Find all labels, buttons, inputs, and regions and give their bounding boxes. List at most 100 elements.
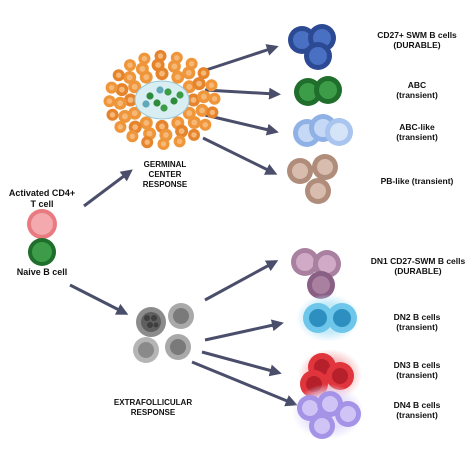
germinal-center-label: GERMINAL CENTER RESPONSE [142, 160, 188, 189]
germinal-center-cell-nucleus [131, 110, 138, 117]
naive-b-cell-label: Naive B cell [16, 267, 68, 277]
dn4-title: DN4 B cells [393, 400, 441, 410]
germinal-center-cell-nucleus [174, 120, 181, 126]
ef-cell [136, 307, 166, 337]
germinal-center-cell-nucleus [129, 133, 136, 139]
germinal-center-cell-nucleus [191, 132, 197, 138]
activated-cd4-t-cell [27, 209, 57, 239]
dn2-title: DN2 B cells [393, 312, 441, 322]
germinal-center-cell-nucleus [202, 122, 208, 128]
dn2-subtitle: (transient) [396, 322, 438, 332]
germinal-center-cell-nucleus [191, 119, 198, 126]
pb-like-label: PB-like (transient) [362, 176, 472, 186]
cd27-swm-title: CD27+ SWM B cells [377, 30, 457, 40]
germinal-center-cell-nucleus [190, 97, 197, 103]
germinal-center-cell-nucleus [106, 98, 113, 104]
germinal-center-core-cell [156, 86, 164, 94]
germinal-center-core-cell [170, 97, 178, 105]
germinal-center-cell-nucleus [155, 62, 162, 68]
germinal-center-cell-nucleus [176, 138, 183, 145]
germinal-center-cell-nucleus [132, 124, 139, 130]
extrafollicular-label: EXTRAFOLLICULAR RESPONSE [113, 398, 193, 417]
dn4-subtitle: (transient) [396, 410, 438, 420]
germinal-center-cell-nucleus [200, 70, 207, 76]
ef-cell [165, 334, 191, 360]
germinal-center-cell-nucleus [131, 83, 138, 90]
dn1-label: DN1 CD27-SWM B cells (DURABLE) [362, 256, 474, 276]
germinal-center-cell-nucleus [200, 93, 207, 100]
germinal-center-cell-nucleus [117, 100, 124, 107]
germinal-center-cell-nucleus [186, 83, 193, 90]
arrow-to-extrafollicular [69, 283, 129, 315]
germinal-center-cell-nucleus [144, 139, 150, 145]
cd27-swm-b-cells-cluster [288, 24, 336, 70]
pb-like-title: PB-like (transient) [380, 176, 454, 186]
germinal-center-cell-nucleus [127, 62, 133, 68]
dn2-label: DN2 B cells (transient) [362, 312, 472, 332]
activated-cd4-t-cell-label: Activated CD4+ T cell [8, 188, 76, 209]
germinal-center-cell-nucleus [188, 61, 195, 67]
germinal-center-core [134, 80, 190, 120]
abc-like-cluster [293, 114, 353, 147]
germinal-center-cell-nucleus [143, 120, 150, 126]
germinal-center-cell-nucleus [126, 74, 133, 81]
abc-title: ABC [407, 80, 427, 90]
germinal-center-cell-nucleus [146, 130, 153, 137]
dn4-label: DN4 B cells (transient) [362, 400, 472, 420]
arrow-ef-to-dn4 [191, 360, 298, 407]
germinal-center-cell-nucleus [185, 70, 192, 76]
germinal-center-cell-nucleus [163, 132, 169, 138]
ef-cell [168, 303, 194, 329]
germinal-center-cell-nucleus [117, 124, 124, 130]
abc-cluster [294, 76, 342, 106]
abc-subtitle: (transient) [396, 90, 438, 100]
germinal-center-cell-nucleus [159, 70, 165, 77]
abc-label: ABC (transient) [362, 80, 472, 100]
germinal-center-cell-nucleus [171, 63, 178, 70]
germinal-center-core-cell [160, 104, 168, 112]
arrow-ef-to-dn2 [204, 319, 284, 342]
germinal-center-cell-nucleus [109, 112, 116, 118]
arrow-ef-to-dn1 [204, 260, 279, 302]
germinal-center-core-cell [142, 100, 150, 108]
arrow-gc-to-abc-like [204, 113, 279, 136]
germinal-center-core-cell [164, 88, 172, 96]
germinal-center-cell-nucleus [211, 96, 218, 102]
arrow-ef-to-dn3 [201, 350, 282, 377]
arrow-gc-to-abc [204, 87, 281, 100]
germinal-center-cell-nucleus [116, 72, 122, 78]
germinal-center-cell-nucleus [174, 55, 180, 61]
abc-like-title: ABC-like [399, 122, 435, 132]
dn3-subtitle: (transient) [396, 370, 438, 380]
dn2-cluster [296, 294, 360, 342]
dn4-cluster [292, 384, 364, 440]
dn1-subtitle: (DURABLE) [394, 266, 442, 276]
germinal-center-cell-nucleus [141, 55, 148, 62]
arrow-gc-to-cd27 [199, 44, 279, 74]
germinal-center-cell-nucleus [143, 74, 150, 80]
germinal-center-cell-nucleus [122, 113, 128, 120]
germinal-center-cell-nucleus [209, 109, 216, 116]
dn3-label: DN3 B cells (transient) [362, 360, 472, 380]
naive-b-cell [28, 238, 56, 266]
germinal-center-cell-nucleus [196, 80, 203, 87]
germinal-center-cell-nucleus [199, 107, 206, 114]
abc-like-label: ABC-like (transient) [362, 122, 472, 142]
pb-like-cluster [287, 154, 338, 204]
germinal-center-cell-nucleus [208, 82, 215, 88]
cd27-swm-subtitle: (DURABLE) [393, 40, 441, 50]
arrow-to-germinal-center [83, 169, 133, 208]
germinal-center-cell-nucleus [174, 74, 181, 80]
germinal-center-cell-nucleus [119, 86, 125, 93]
arrow-gc-to-pb-like [202, 136, 278, 175]
germinal-center-cell-nucleus [178, 128, 185, 135]
germinal-center-cell-nucleus [127, 97, 134, 103]
extrafollicular-cluster [133, 303, 194, 363]
dn1-title: DN1 CD27-SWM B cells [370, 256, 466, 266]
germinal-center-cluster [103, 50, 221, 150]
germinal-center-core-cell [176, 91, 184, 99]
germinal-center-cell-nucleus [159, 123, 165, 130]
dn3-title: DN3 B cells [393, 360, 441, 370]
cd27-swm-label: CD27+ SWM B cells (DURABLE) [362, 30, 472, 50]
